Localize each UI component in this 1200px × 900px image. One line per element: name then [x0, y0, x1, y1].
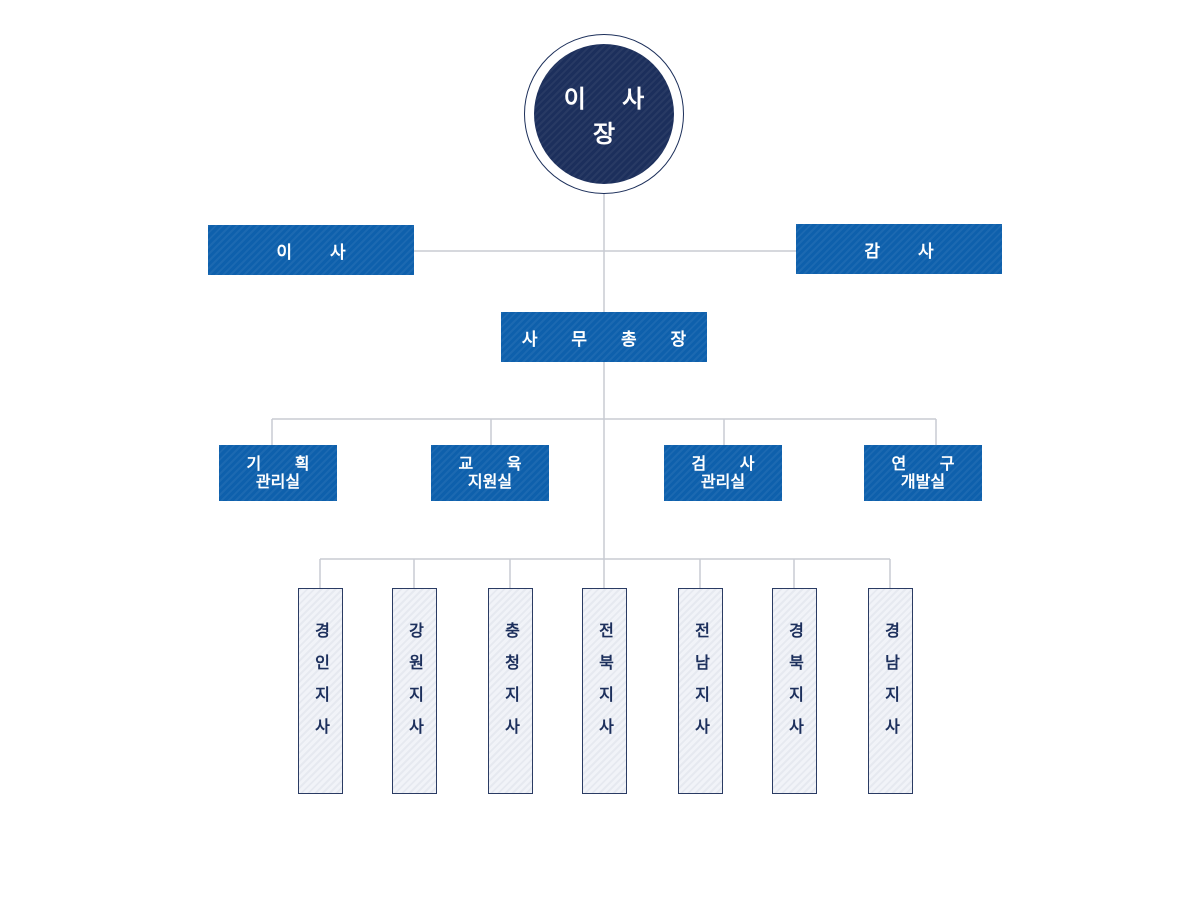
- dept-line1: 기 획: [246, 454, 324, 473]
- secretary-general-label: 사 무 총 장: [521, 329, 701, 350]
- branch-label: 강원지사: [405, 622, 425, 750]
- branch-gyeongbuk-node: 경북지사: [772, 588, 817, 794]
- chairman-node: 이 사 장: [534, 44, 674, 184]
- branch-chungcheong-node: 충청지사: [488, 588, 533, 794]
- dept-line2: 지원실: [467, 472, 513, 491]
- chairman-label: 이 사 장: [563, 85, 659, 148]
- directors-node: 이 사: [208, 225, 414, 275]
- branch-gyeongin-node: 경인지사: [298, 588, 343, 794]
- dept-research-node: 연 구 개발실: [864, 445, 982, 501]
- dept-line2: 관리실: [700, 472, 746, 491]
- branch-gangwon-node: 강원지사: [392, 588, 437, 794]
- auditor-label: 감 사: [864, 241, 950, 262]
- dept-line1: 검 사: [691, 454, 769, 473]
- directors-label: 이 사: [276, 242, 362, 263]
- branch-label: 전남지사: [691, 622, 711, 750]
- dept-line2: 관리실: [255, 472, 301, 491]
- branch-label: 경남지사: [881, 622, 901, 750]
- branch-label: 충청지사: [501, 622, 521, 750]
- dept-line2: 개발실: [900, 472, 946, 491]
- branch-jeonnam-node: 전남지사: [678, 588, 723, 794]
- branch-label: 경북지사: [785, 622, 805, 750]
- dept-inspection-node: 검 사 관리실: [664, 445, 782, 501]
- dept-line1: 연 구: [891, 454, 969, 473]
- auditor-node: 감 사: [796, 224, 1002, 274]
- dept-line1: 교 육: [458, 454, 536, 473]
- branch-label: 전북지사: [595, 622, 615, 750]
- branch-label: 경인지사: [311, 622, 331, 750]
- secretary-general-node: 사 무 총 장: [501, 312, 707, 362]
- branch-jeonbuk-node: 전북지사: [582, 588, 627, 794]
- dept-education-node: 교 육 지원실: [431, 445, 549, 501]
- branch-gyeongnam-node: 경남지사: [868, 588, 913, 794]
- dept-planning-node: 기 획 관리실: [219, 445, 337, 501]
